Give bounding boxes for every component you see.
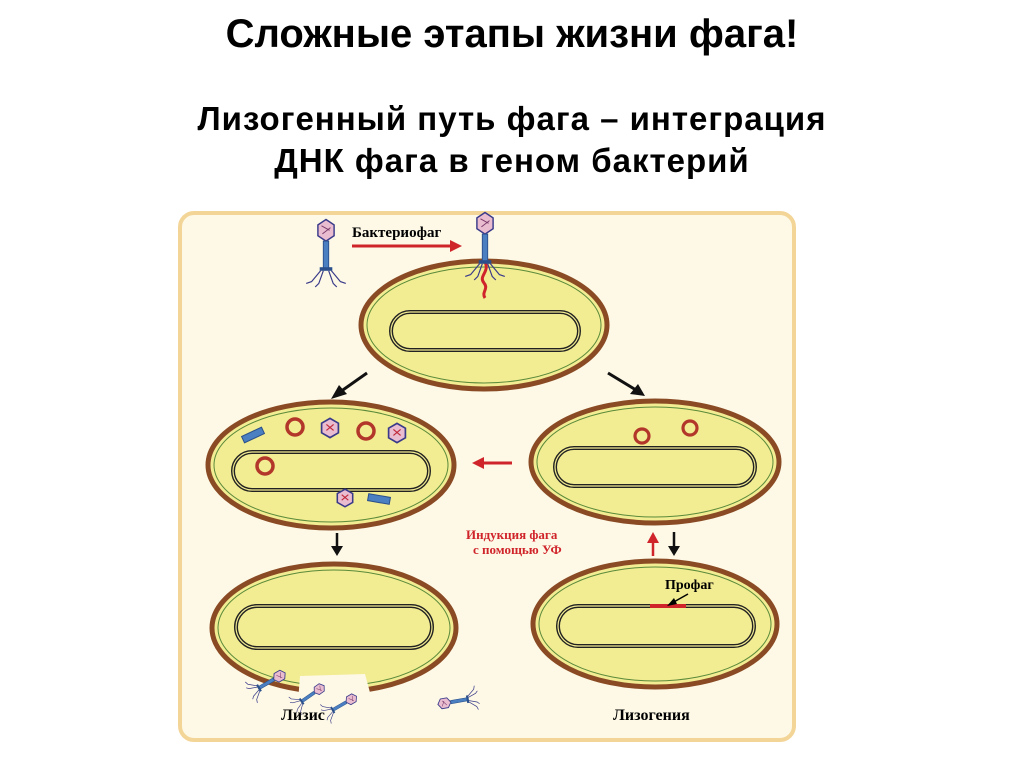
arrow-to-lytic-icon	[331, 371, 368, 399]
prophage-pointer-icon	[667, 593, 689, 606]
slide-subtitle: Лизогенный путь фага – интеграция ДНК фа…	[0, 98, 1024, 182]
injected-phage-dna	[480, 261, 488, 299]
arrow-to-lysogenic-icon	[607, 371, 645, 396]
induction-up-arrow-icon	[647, 532, 659, 556]
label-lysis: Лизис	[281, 707, 325, 724]
cell-lysogeny	[530, 558, 780, 690]
label-induction-line-1: Индукция фага	[466, 527, 558, 542]
infection-arrow-icon	[352, 240, 462, 252]
label-bacteriophage: Бактериофаг	[352, 225, 441, 241]
cell-lytic-replication	[205, 399, 457, 531]
reverse-arrow-icon	[472, 457, 512, 469]
label-lysogeny: Лизогения	[613, 707, 690, 724]
cell-infection	[358, 258, 610, 392]
integration-down-arrow-icon	[668, 532, 680, 556]
label-induction-line-2: с помощью УФ	[473, 542, 562, 557]
subtitle-line-2: ДНК фага в геном бактерий	[274, 142, 750, 179]
slide-title: Сложные этапы жизни фага!	[225, 12, 799, 56]
label-prophage: Профаг	[665, 578, 714, 593]
cell-phage-dna-circular	[528, 398, 782, 526]
arrow-to-lysis-icon	[331, 533, 343, 556]
subtitle-line-1: Лизогенный путь фага – интеграция	[197, 100, 827, 137]
